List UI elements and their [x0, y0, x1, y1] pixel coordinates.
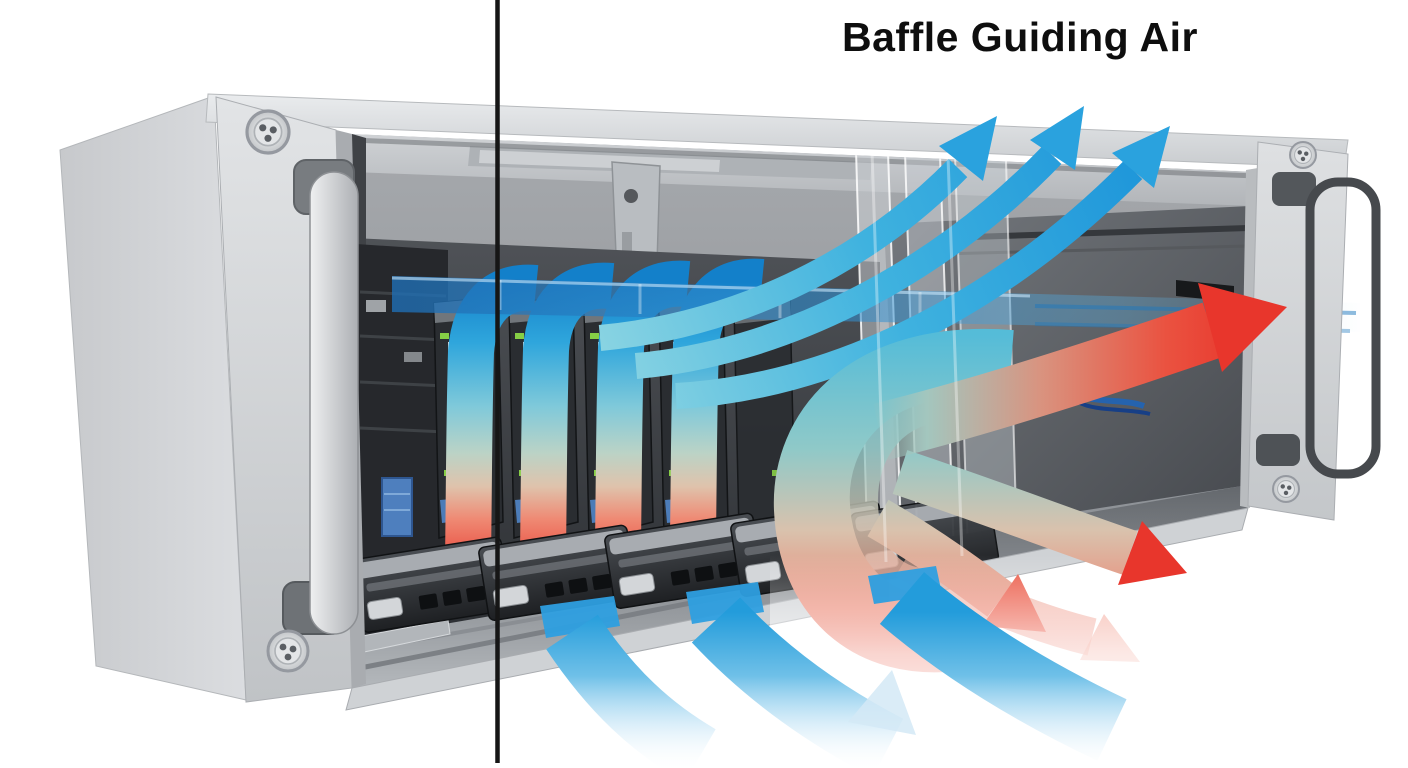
- right-rack-ear: [1240, 141, 1381, 521]
- left-side-panel: [59, 95, 247, 701]
- cool-air-arrow: [598, 158, 968, 351]
- screw-icon: [245, 109, 291, 155]
- left-rack-ear: [215, 96, 366, 703]
- figure-title: Baffle Guiding Air: [842, 14, 1198, 60]
- screw-icon: [1289, 141, 1317, 169]
- screw-icon: [1272, 475, 1300, 503]
- handle-tab-top: [1272, 172, 1316, 206]
- hot-air-arrowhead-icon: [1198, 283, 1287, 372]
- screw-icon: [266, 629, 310, 673]
- cool-air-arrowhead-icon: [1030, 106, 1084, 170]
- drive-sled: [604, 512, 764, 609]
- drive-sled: [478, 524, 638, 621]
- baffle-edge-highlights: [870, 151, 964, 563]
- hot-air-arrowhead-icon: [1118, 521, 1187, 585]
- cool-air-arrowhead-icon: [939, 116, 997, 181]
- handle-tab-bottom: [1256, 434, 1300, 466]
- bay-rail: [939, 225, 1249, 241]
- drive-sled: [352, 536, 512, 633]
- cool-air-arrow: [675, 160, 1143, 409]
- hot-air-arrow: [892, 450, 1138, 575]
- hot-exhaust-arrows: [873, 283, 1287, 585]
- intake-air-ribbon: [879, 572, 1127, 761]
- hot-air-arrow-main: [873, 302, 1222, 461]
- opening-top-shadow: [352, 137, 1257, 179]
- right-handle: [1305, 177, 1381, 479]
- intake-air-ribbon: [691, 597, 904, 768]
- intake-air-ribbons: [540, 566, 1127, 768]
- cool-exhaust-arrows: [598, 106, 1170, 409]
- bay-rail: [939, 244, 1249, 256]
- blue-cage: [381, 477, 413, 537]
- left-handle: [309, 171, 359, 635]
- cool-air-arrow: [634, 145, 1062, 379]
- intake-arrowhead-icon: [848, 670, 916, 735]
- cool-air-arrowhead-icon: [1112, 126, 1170, 188]
- intake-air-ribbon: [546, 614, 716, 768]
